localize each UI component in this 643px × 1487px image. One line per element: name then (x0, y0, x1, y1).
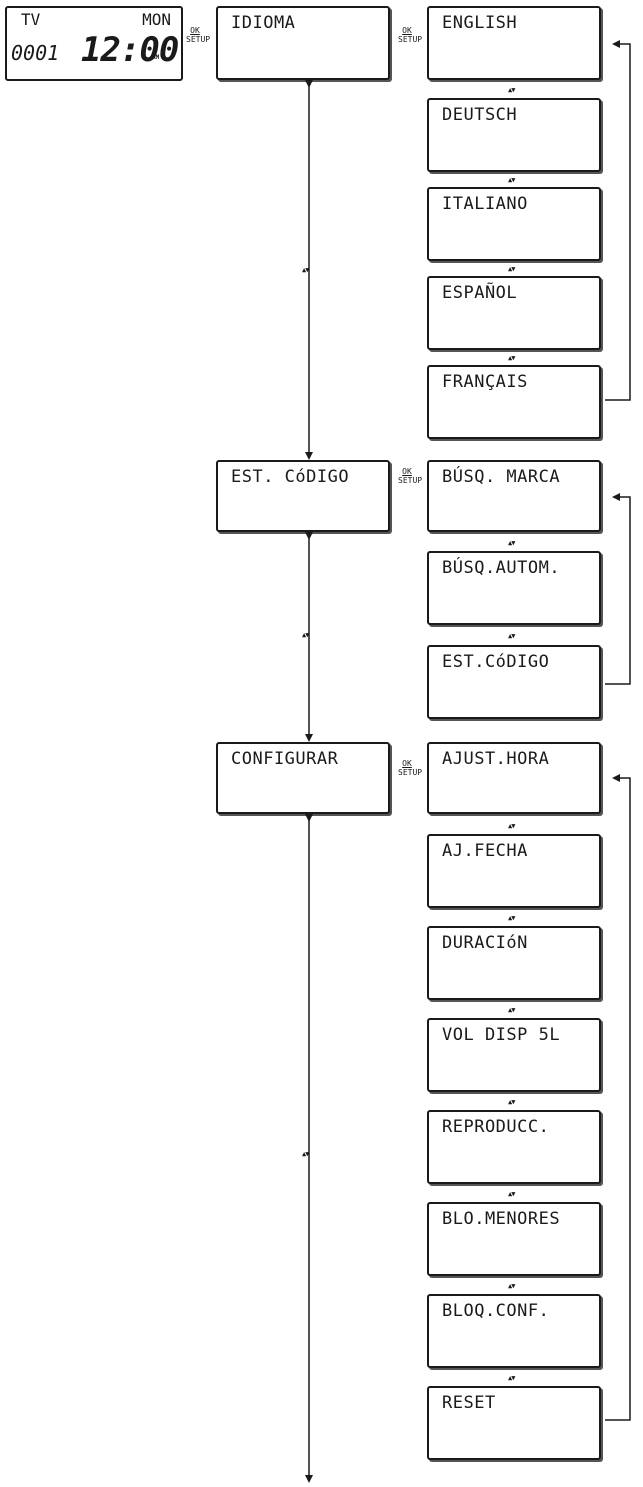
display-counter: 0001 (11, 41, 60, 65)
updown-marker: ▲▼ (508, 265, 516, 273)
updown-marker: ▲▼ (508, 176, 516, 184)
loop-arrow (605, 774, 631, 1421)
option-label: BLO.MENORES (442, 1209, 561, 1229)
option-box: ITALIANO (427, 187, 601, 261)
main-menu-label: IDIOMA (231, 13, 296, 33)
display-ampm: AM (152, 54, 160, 61)
option-label: BÚSQ. MARCA (442, 467, 561, 487)
display-time: 12:00 (81, 30, 179, 70)
setup-key-label: SETUP (186, 35, 211, 44)
updown-marker: ▲▼ (508, 632, 516, 640)
updown-marker: ▲▼ (508, 354, 516, 362)
updown-marker: ▲▼ (508, 1098, 516, 1106)
option-label: FRANÇAIS (442, 372, 528, 392)
loop-arrow (605, 493, 631, 685)
setup-key-label: SETUP (398, 476, 423, 485)
option-box: VOL DISP 5L (427, 1018, 601, 1092)
updown-marker: ▲▼ (508, 914, 516, 922)
option-box: BLOQ.CONF. (427, 1294, 601, 1368)
option-label: VOL DISP 5L (442, 1025, 561, 1045)
main-menu-label: CONFIGURAR (231, 749, 339, 769)
option-label: AJ.FECHA (442, 841, 528, 861)
updown-marker: ▲▼ (508, 1006, 516, 1014)
ok-setup-key-lcd: OK SETUP (186, 26, 211, 44)
setup-key-label: SETUP (398, 35, 423, 44)
option-label: ENGLISH (442, 13, 518, 33)
updown-marker: ▲▼ (508, 1282, 516, 1290)
ok-setup-key-2: OK SETUP (398, 759, 423, 777)
updown-marker: ▲▼ (508, 1190, 516, 1198)
setup-key-label: SETUP (398, 768, 423, 777)
loop-arrow (605, 40, 631, 401)
ok-key-label: OK (402, 467, 412, 476)
main-menu-box: EST. CóDIGO (216, 460, 390, 532)
updown-marker: ▲▼ (508, 86, 516, 94)
main-menu-label: EST. CóDIGO (231, 467, 350, 487)
option-box: BÚSQ.AUTOM. (427, 551, 601, 625)
option-box: BÚSQ. MARCA (427, 460, 601, 532)
option-label: ESPAÑOL (442, 283, 518, 303)
option-label: DEUTSCH (442, 105, 518, 125)
ok-key-label: OK (402, 759, 412, 768)
option-box: DEUTSCH (427, 98, 601, 172)
option-box: ESPAÑOL (427, 276, 601, 350)
updown-marker: ▲▼ (508, 1374, 516, 1382)
option-box: ENGLISH (427, 6, 601, 80)
ok-setup-key-1: OK SETUP (398, 467, 423, 485)
option-label: AJUST.HORA (442, 749, 550, 769)
ok-key-label: OK (402, 26, 412, 35)
main-menu-box: IDIOMA (216, 6, 390, 80)
option-box: DURACIóN (427, 926, 601, 1000)
option-box: BLO.MENORES (427, 1202, 601, 1276)
display-day: MON (142, 10, 171, 29)
option-label: EST.CóDIGO (442, 652, 550, 672)
option-box: AJ.FECHA (427, 834, 601, 908)
option-label: DURACIóN (442, 933, 528, 953)
display-mode: TV (21, 10, 41, 29)
option-label: BÚSQ.AUTOM. (442, 558, 561, 578)
option-box: RESET (427, 1386, 601, 1460)
option-label: ITALIANO (442, 194, 528, 214)
option-label: RESET (442, 1393, 496, 1413)
main-menu-box: CONFIGURAR (216, 742, 390, 814)
remote-lcd-display: TV MON 0001 12:00 AM (5, 6, 183, 81)
updown-marker: ▲▼ (508, 822, 516, 830)
option-label: REPRODUCC. (442, 1117, 550, 1137)
option-box: REPRODUCC. (427, 1110, 601, 1184)
ok-key-label: OK (190, 26, 200, 35)
option-label: BLOQ.CONF. (442, 1301, 550, 1321)
option-box: AJUST.HORA (427, 742, 601, 814)
option-box: FRANÇAIS (427, 365, 601, 439)
ok-setup-key-0: OK SETUP (398, 26, 423, 44)
updown-marker: ▲▼ (508, 539, 516, 547)
option-box: EST.CóDIGO (427, 645, 601, 719)
